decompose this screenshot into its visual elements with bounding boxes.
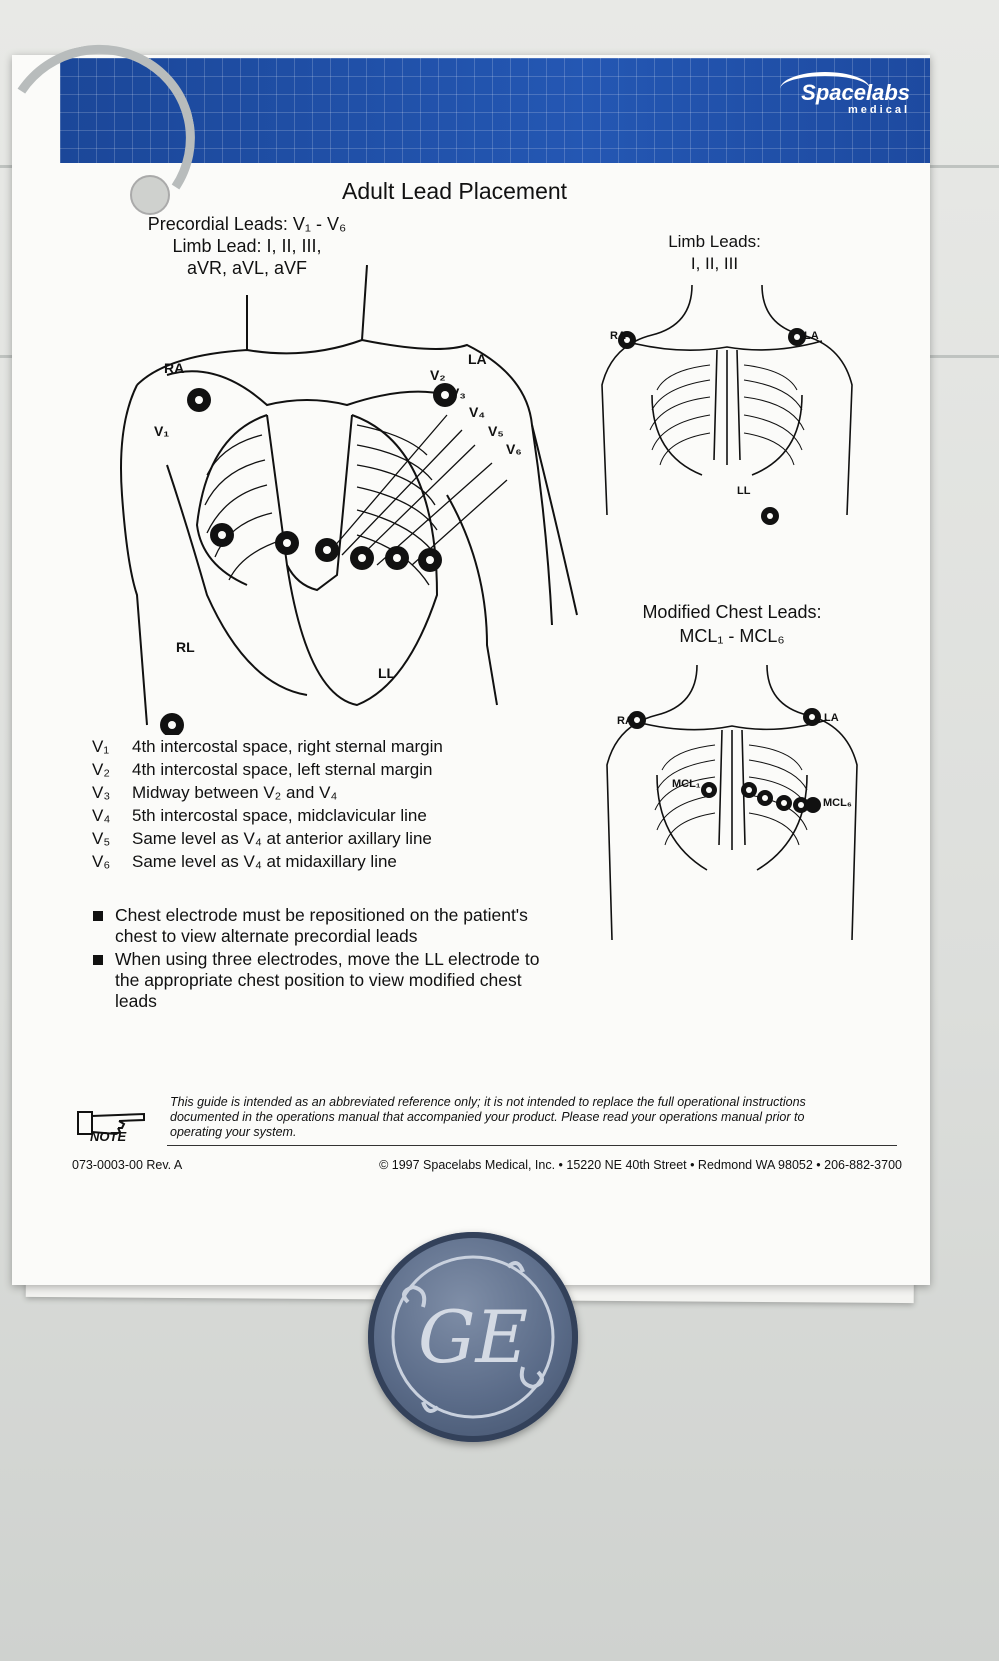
reference-card: Spacelabs medical Adult Lead Placement P…	[0, 26, 930, 1285]
spacelabs-logo: Spacelabs medical	[780, 72, 910, 116]
ge-logo-badge: GE	[368, 1232, 578, 1442]
definition-lead: V₅	[92, 829, 111, 848]
definition-text: Same level as V₄ at midaxillary line	[132, 852, 397, 871]
ge-letters: GE	[418, 1295, 528, 1379]
limb-title-line: Limb Leads:	[668, 232, 761, 251]
mcl-ra-label: RA	[617, 715, 633, 727]
precordial-line: aVR, aVL, aVF	[186, 258, 308, 278]
definition-lead: V₂	[92, 760, 110, 779]
bullet-item: Chest electrode must be repositioned on …	[87, 905, 547, 947]
note-text: This guide is intended as an abbreviated…	[170, 1095, 806, 1139]
limb-title-line: I, II, III	[690, 254, 739, 273]
definition-text: Same level as V₄ at anterior axillary li…	[132, 829, 432, 848]
header-band: Spacelabs medical	[60, 58, 930, 163]
definition-row: V₄ 5th intercostal space, midclavicular l…	[92, 804, 443, 827]
bullet-item: When using three electrodes, move the LL…	[87, 949, 547, 1012]
definition-text: Midway between V₂ and V₄	[132, 783, 338, 802]
instruction-bullets: Chest electrode must be repositioned on …	[87, 905, 547, 1014]
ge-monogram-icon: GE	[391, 1255, 555, 1419]
v3-label: V₃	[450, 385, 466, 401]
divider	[167, 1145, 897, 1146]
limb-leads-heading: Limb Leads: I, II, III	[632, 231, 797, 275]
part-number: 073-0003-00 Rev. A	[72, 1158, 183, 1172]
mcl6-label: MCL₆	[823, 797, 852, 809]
copyright: © 1997 Spacelabs Medical, Inc. • 15220 N…	[379, 1158, 902, 1172]
precordial-heading: Precordial Leads: V₁ - V₆ Limb Lead: I, …	[107, 213, 387, 279]
note-label: NOTE	[90, 1129, 127, 1144]
definition-row: V₁ 4th intercostal space, right sternal m…	[92, 735, 443, 758]
mcl-title-line: MCL₁ - MCL₆	[679, 626, 785, 646]
mcl-la-label: LA	[824, 712, 839, 724]
rl-label: RL	[176, 639, 195, 655]
v5-label: V₅	[488, 423, 504, 439]
definition-lead: V₆	[92, 852, 111, 871]
brand-sub: medical	[848, 104, 910, 116]
limb-ll-label: LL	[737, 485, 751, 497]
mcl-title-line: Modified Chest Leads:	[642, 602, 822, 622]
ring-hole	[130, 175, 170, 215]
v4-label: V₄	[469, 404, 486, 420]
definition-row: V₆ Same level as V₄ at midaxillary line	[92, 850, 443, 873]
mcl1-label: MCL₁	[672, 778, 701, 790]
limb-leads-diagram	[601, 284, 853, 525]
v6-label: V₆	[506, 441, 522, 457]
ll-label: LL	[378, 665, 396, 681]
precordial-line: Limb Lead: I, II, III,	[172, 236, 322, 256]
pointing-hand-icon	[77, 1111, 145, 1136]
limb-ra-label: RA	[610, 330, 626, 342]
main-torso-diagram	[120, 265, 578, 735]
precordial-line: Precordial Leads: V₁ - V₆	[147, 214, 347, 234]
definition-row: V₂ 4th intercostal space, left sternal ma…	[92, 758, 443, 781]
definition-text: 5th intercostal space, midclavicular lin…	[132, 806, 427, 825]
v1-label: V₁	[154, 423, 170, 439]
definition-lead: V₄	[92, 806, 111, 825]
card-title: Adult Lead Placement	[342, 178, 568, 204]
lead-definitions: V₁ 4th intercostal space, right sternal m…	[92, 735, 443, 873]
v2-label: V₂	[430, 367, 446, 383]
definition-row: V₃ Midway between V₂ and V₄	[92, 781, 443, 804]
ra-label: RA	[164, 360, 185, 376]
card-footer: 073-0003-00 Rev. A © 1997 Spacelabs Medi…	[72, 1158, 902, 1172]
definition-row: V₅ Same level as V₄ at anterior axillary …	[92, 827, 443, 850]
mcl-diagram	[606, 664, 858, 941]
definition-lead: V₃	[92, 783, 111, 802]
definition-text: 4th intercostal space, left sternal marg…	[132, 760, 433, 779]
definition-text: 4th intercostal space, right sternal mar…	[132, 737, 443, 756]
mcl-heading: Modified Chest Leads: MCL₁ - MCL₆	[612, 600, 852, 648]
limb-la-label: LA	[804, 330, 819, 342]
la-label: LA	[468, 351, 487, 367]
definition-lead: V₁	[92, 737, 110, 756]
